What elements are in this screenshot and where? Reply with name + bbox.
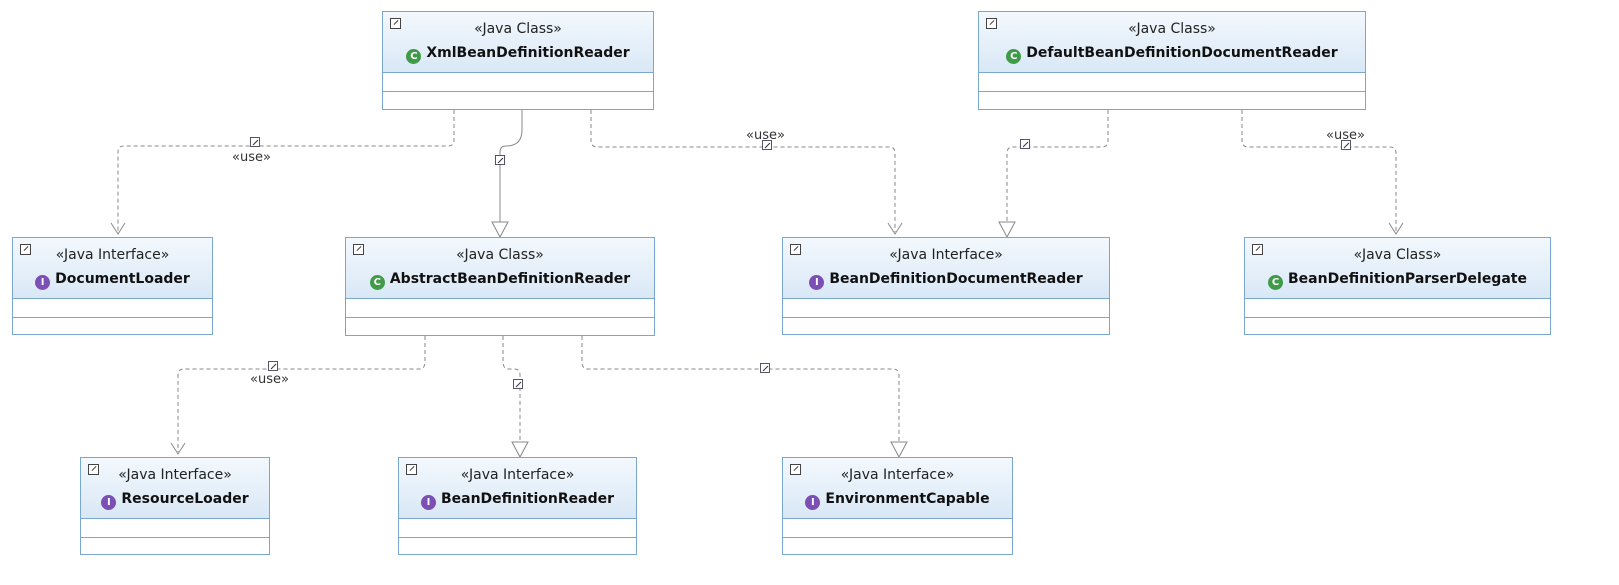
arrowhead-hollow-triangle <box>511 441 529 459</box>
edge-use-default-parserdelegate <box>1241 110 1397 232</box>
class-icon: C <box>1268 275 1284 290</box>
expand-icon[interactable] <box>1252 244 1263 255</box>
expand-icon[interactable] <box>406 464 417 475</box>
link-marker-icon <box>760 363 770 373</box>
link-marker-icon <box>268 361 278 371</box>
operations-compartment <box>383 92 653 110</box>
arrowhead-hollow-triangle <box>890 441 908 459</box>
stereotype-label: «Java Class» <box>1128 21 1216 37</box>
attributes-compartment <box>979 73 1365 92</box>
operations-compartment <box>783 538 1012 556</box>
attributes-compartment <box>783 519 1012 538</box>
edge-implements-abstract-envcapable <box>581 336 900 442</box>
class-box-default-bean-definition-document-reader[interactable]: «Java Class» C DefaultBeanDefinitionDocum… <box>978 11 1366 110</box>
expand-icon[interactable] <box>88 464 99 475</box>
interface-icon: I <box>805 495 821 510</box>
stereotype-label: «Java Interface» <box>889 247 1003 263</box>
expand-icon[interactable] <box>353 244 364 255</box>
interface-box-bean-definition-document-reader[interactable]: «Java Interface» I BeanDefinitionDocument… <box>782 237 1110 335</box>
class-name: AbstractBeanDefinitionReader <box>389 271 631 287</box>
interface-icon: I <box>101 495 117 510</box>
class-icon: C <box>1006 49 1022 64</box>
interface-name: DocumentLoader <box>55 271 190 287</box>
class-box-xml-bean-definition-reader[interactable]: «Java Class» C XmlBeanDefinitionReader <box>382 11 654 110</box>
stereotype-label: «Java Interface» <box>840 467 955 483</box>
link-marker-icon <box>762 140 772 150</box>
operations-compartment <box>81 538 269 556</box>
edge-extends-xml-abstract <box>499 110 523 222</box>
use-label: «use» <box>232 150 271 165</box>
use-label: «use» <box>1326 128 1365 143</box>
class-box-abstract-bean-definition-reader[interactable]: «Java Class» C AbstractBeanDefinitionRead… <box>345 237 655 336</box>
attributes-compartment <box>383 73 653 92</box>
stereotype-label: «Java Class» <box>474 21 562 37</box>
expand-icon[interactable] <box>986 18 997 29</box>
stereotype-label: «Java Class» <box>1353 247 1442 263</box>
interface-name: BeanDefinitionReader <box>440 491 615 507</box>
stereotype-label: «Java Interface» <box>118 467 232 483</box>
expand-icon[interactable] <box>20 244 31 255</box>
attributes-compartment <box>783 299 1109 318</box>
operations-compartment <box>346 318 654 336</box>
interface-icon: I <box>809 275 825 290</box>
arrowhead-hollow-triangle <box>491 221 509 239</box>
arrowhead-open <box>887 222 903 235</box>
class-name: BeanDefinitionParserDelegate <box>1288 271 1527 287</box>
interface-box-resource-loader[interactable]: «Java Interface» I ResourceLoader <box>80 457 270 555</box>
attributes-compartment <box>81 519 269 538</box>
expand-icon[interactable] <box>790 244 801 255</box>
edge-implements-default-beandocreader <box>1006 110 1109 222</box>
interface-name: EnvironmentCapable <box>825 491 990 507</box>
stereotype-label: «Java Interface» <box>460 467 575 483</box>
operations-compartment <box>1245 318 1550 336</box>
edge-use-abstract-resourceloader <box>177 336 426 452</box>
link-marker-icon <box>495 155 505 165</box>
use-label: «use» <box>250 372 289 387</box>
class-icon: C <box>406 49 422 64</box>
link-marker-icon <box>513 379 523 389</box>
link-marker-icon <box>250 137 260 147</box>
operations-compartment <box>783 318 1109 336</box>
arrowhead-open <box>110 222 126 235</box>
class-box-bean-definition-parser-delegate[interactable]: «Java Class» C BeanDefinitionParserDelega… <box>1244 237 1551 335</box>
class-name: DefaultBeanDefinitionDocumentReader <box>1026 45 1338 61</box>
class-icon: C <box>369 275 385 290</box>
operations-compartment <box>979 92 1365 110</box>
attributes-compartment <box>399 519 636 538</box>
interface-name: ResourceLoader <box>121 491 249 507</box>
edge-use-xml-beandocreader <box>590 110 896 232</box>
interface-name: BeanDefinitionDocumentReader <box>829 271 1083 287</box>
attributes-compartment <box>346 299 654 318</box>
expand-icon[interactable] <box>390 18 401 29</box>
link-marker-icon <box>1020 139 1030 149</box>
interface-box-environment-capable[interactable]: «Java Interface» I EnvironmentCapable <box>782 457 1013 555</box>
expand-icon[interactable] <box>790 464 801 475</box>
arrowhead-hollow-triangle <box>998 221 1016 239</box>
arrowhead-open <box>1388 222 1404 235</box>
interface-box-bean-definition-reader[interactable]: «Java Interface» I BeanDefinitionReader <box>398 457 637 555</box>
class-name: XmlBeanDefinitionReader <box>426 45 630 61</box>
stereotype-label: «Java Interface» <box>55 247 170 263</box>
arrowhead-open <box>170 442 186 455</box>
use-label: «use» <box>746 128 785 143</box>
operations-compartment <box>399 538 636 556</box>
interface-icon: I <box>420 495 436 510</box>
attributes-compartment <box>1245 299 1550 318</box>
interface-icon: I <box>35 275 51 290</box>
operations-compartment <box>13 318 212 336</box>
attributes-compartment <box>13 299 212 318</box>
link-marker-icon <box>1341 140 1351 150</box>
interface-box-document-loader[interactable]: «Java Interface» I DocumentLoader <box>12 237 213 335</box>
edge-implements-abstract-beanreader <box>502 336 521 442</box>
stereotype-label: «Java Class» <box>456 247 544 263</box>
edge-use-xml-documentloader <box>117 110 455 232</box>
